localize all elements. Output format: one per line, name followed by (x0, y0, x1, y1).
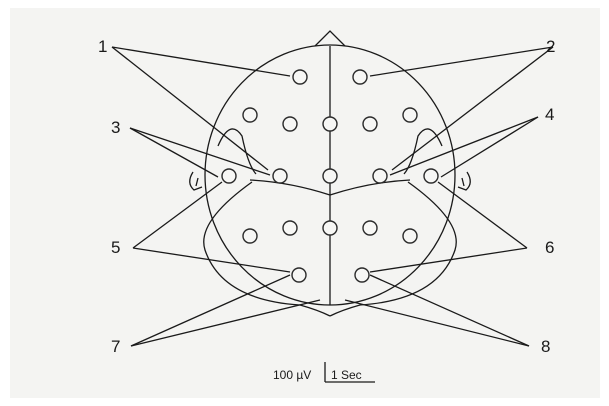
electrode (402, 228, 418, 244)
electrodes (221, 69, 439, 283)
electrode (354, 267, 370, 283)
electrode (221, 168, 237, 184)
electrode (402, 107, 418, 123)
right-ear-mark (457, 171, 471, 191)
amplitude-scale: 100 µV (273, 368, 311, 382)
right-lower-loop (329, 181, 457, 317)
left-ear (217, 128, 257, 175)
electrode (322, 116, 338, 132)
central-curve (249, 179, 411, 196)
electrode (322, 168, 338, 184)
electrode (291, 267, 307, 283)
label-1: 1 (98, 37, 107, 56)
scale-bar: 100 µV 1 Sec (273, 362, 375, 383)
electrode (292, 69, 308, 85)
electrode (362, 220, 378, 236)
electrode (242, 228, 258, 244)
time-scale: 1 Sec (331, 368, 362, 382)
electrode (362, 116, 378, 132)
electrode (322, 220, 338, 236)
label-4: 4 (545, 105, 554, 124)
electrode (282, 116, 298, 132)
right-ear (403, 128, 443, 175)
label-5: 5 (111, 238, 120, 257)
electrode (352, 69, 368, 85)
electrode (272, 168, 288, 184)
electrode (372, 168, 388, 184)
left-ear-mark (189, 171, 203, 191)
nose (314, 30, 346, 47)
electrode (423, 168, 439, 184)
label-3: 3 (111, 118, 120, 137)
label-2: 2 (546, 37, 555, 56)
label-6: 6 (545, 238, 554, 257)
left-lower-loop (203, 181, 331, 317)
label-7: 7 (111, 337, 120, 356)
leader-lines (111, 46, 554, 347)
label-8: 8 (541, 337, 550, 356)
electrode (282, 220, 298, 236)
electrode (242, 107, 258, 123)
